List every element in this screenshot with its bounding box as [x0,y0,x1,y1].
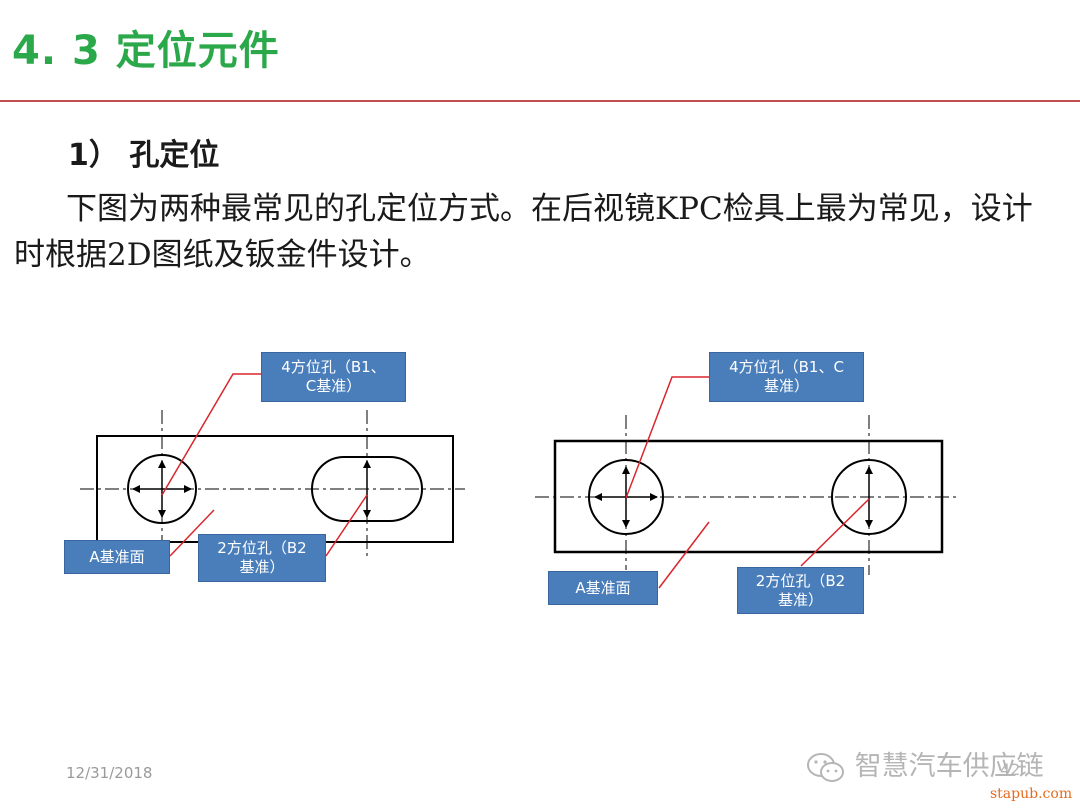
right-leader-datum [658,521,710,589]
body-paragraph-text: 下图为两种最常见的孔定位方式。在后视镜KPC检具上最为常见，设计时根据2D图纸及… [14,191,1033,273]
left-leader-2way [325,494,368,557]
watermark-site: stapub.com [990,786,1073,802]
hole-locating-diagrams [80,373,960,589]
right-callout-datum-text: A基准面 [575,579,631,597]
right-callout-4way-line2: 基准） [763,377,809,395]
right-leader-2way [800,498,870,567]
watermark-text: 智慧汽车供应链 [854,751,1044,782]
left-callout-2way-line2: 基准） [239,558,285,576]
left-callout-4way-line1: 4方位孔（B1、 [281,358,386,376]
right-4way-hole [588,459,664,535]
left-callout-2way-hole: 2方位孔（B2 基准） [198,534,326,582]
section-heading: 1） 孔定位 [68,138,220,173]
left-leader-4way [161,373,262,496]
right-callout-2way-line1: 2方位孔（B2 [755,572,846,590]
right-callout-2way-line2: 基准） [777,591,823,609]
left-callout-datum-text: A基准面 [89,548,145,566]
watermark: 智慧汽车供应链 [806,744,1044,785]
left-callout-4way-hole: 4方位孔（B1、 C基准） [261,352,406,402]
left-leader-datum [169,509,215,557]
left-callout-2way-line1: 2方位孔（B2 [217,539,307,557]
right-callout-4way-line1: 4方位孔（B1、C [729,358,844,376]
right-diagram [535,376,960,589]
left-2way-slot [311,456,423,522]
slide-date: 12/31/2018 [66,764,153,782]
right-2way-hole [831,459,907,535]
right-leader-4way [625,376,710,499]
body-paragraph: 下图为两种最常见的孔定位方式。在后视镜KPC检具上最为常见，设计时根据2D图纸及… [14,186,1054,278]
wechat-icon [807,752,844,782]
slide-title: 4. 3 定位元件 [12,28,280,74]
left-callout-4way-line2: C基准） [305,377,362,395]
right-callout-datum-face: A基准面 [548,571,658,605]
right-callout-2way-hole: 2方位孔（B2 基准） [737,567,864,614]
title-divider [0,100,1080,102]
left-4way-hole [127,454,197,524]
page-number: 42 [1000,760,1021,779]
right-callout-4way-hole: 4方位孔（B1、C 基准） [709,352,864,402]
left-callout-datum-face: A基准面 [64,540,170,574]
